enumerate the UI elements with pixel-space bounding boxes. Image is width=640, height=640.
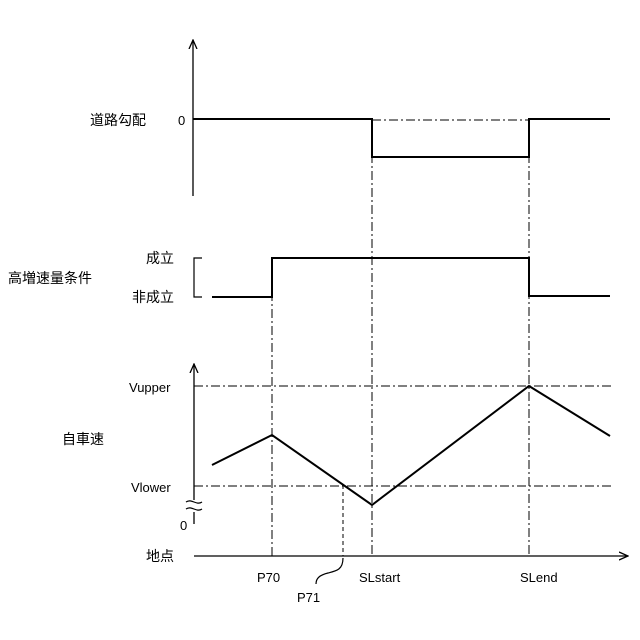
vupper-tick: Vupper xyxy=(129,380,171,395)
condition-bracket xyxy=(194,258,202,297)
condition-false-label: 非成立 xyxy=(132,290,174,306)
gradient-zero-tick: 0 xyxy=(178,113,185,128)
road-gradient-signal xyxy=(193,119,610,157)
road-gradient-label: 道路勾配 xyxy=(90,113,146,129)
axis-break-mark-top xyxy=(186,501,202,503)
axis-break-mark-bottom xyxy=(186,508,202,510)
p71-leader-line xyxy=(316,558,343,584)
point-slend-label: SLend xyxy=(520,570,558,585)
speed-label: 自車速 xyxy=(62,431,104,448)
speed-zero-tick: 0 xyxy=(180,518,187,533)
vlower-tick: Vlower xyxy=(131,480,171,495)
condition-label: 高増速量条件 xyxy=(8,270,92,287)
point-p70-label: P70 xyxy=(257,570,280,585)
condition-signal xyxy=(212,258,610,297)
point-p71-label: P71 xyxy=(297,590,320,605)
position-axis-label: 地点 xyxy=(146,549,174,565)
condition-true-label: 成立 xyxy=(146,251,174,267)
point-slstart-label: SLstart xyxy=(359,570,401,585)
